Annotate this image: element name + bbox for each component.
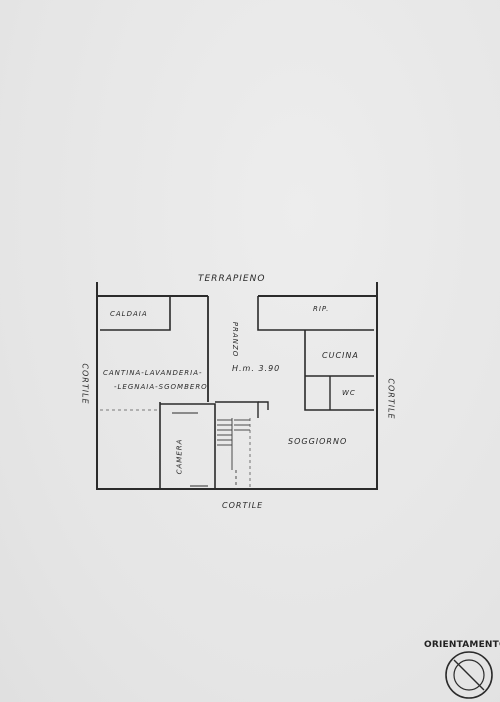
room-camera: CAMERA <box>175 438 184 475</box>
label-top: TERRAPIENO <box>198 274 266 284</box>
room-soggiorno: SOGGIORNO <box>288 437 348 446</box>
corridor-right <box>258 401 269 410</box>
label-left: CORTILE <box>80 363 90 405</box>
orientation-label: ORIENTAMENTO <box>424 640 500 650</box>
label-right: CORTILE <box>386 378 396 420</box>
room-wc: WC <box>342 389 356 397</box>
stair-treads <box>217 418 250 489</box>
outer-wall <box>96 282 378 490</box>
label-bottom: CORTILE <box>222 501 264 510</box>
room-cucina: CUCINA <box>322 351 359 360</box>
room-cantina-line2: -LEGNAIA-SGOMBERO <box>114 383 208 391</box>
room-cantina-line1: CANTINA-LAVANDERIA- <box>103 369 203 377</box>
caldaia-wall <box>100 296 171 331</box>
cucina-wall <box>304 330 374 411</box>
stair-outline <box>215 401 259 418</box>
room-caldaia: CALDAIA <box>110 310 148 318</box>
room-rip: RIP. <box>313 305 330 313</box>
room-pranzo: PRANZO <box>231 321 240 358</box>
room-height: H.m. 3.90 <box>232 364 281 373</box>
orientation-symbol <box>445 651 493 699</box>
camera-top-wall <box>160 403 216 489</box>
pranzo-right-wall <box>257 296 310 331</box>
